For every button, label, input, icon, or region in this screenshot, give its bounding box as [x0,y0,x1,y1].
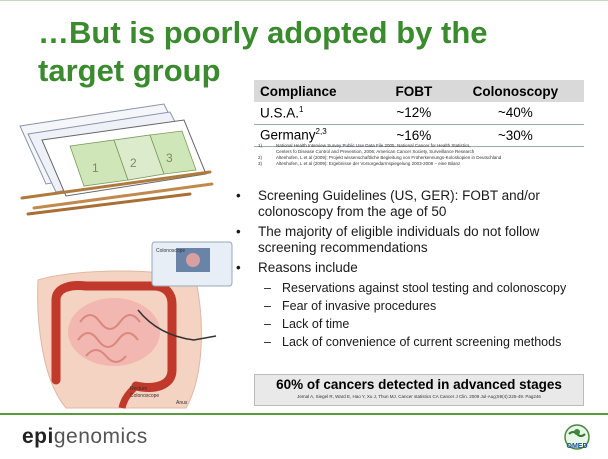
top-border [0,0,608,1]
compliance-table: Compliance FOBT Colonoscopy U.S.A.1 ~12%… [254,80,584,147]
footnote: 2)Altenhofen, L et al (2009); Projekt wi… [258,155,502,160]
fobt-test-kit-illustration: 1 2 3 [19,103,214,216]
footnote: Centers fo Disease Control and Preventio… [276,149,475,154]
illustration-label-colonoscope-bottom: Colonoscope [130,393,159,399]
illustration-label-rectum: Rectum [130,386,147,392]
bullet-item: •Screening Guidelines (US, GER): FOBT an… [236,188,540,219]
country-cell: Germany2,3 [254,124,382,147]
bullet-item: •Reasons include [236,260,358,275]
test-card-number-1: 1 [92,161,99,175]
test-card-number-2: 2 [130,156,137,170]
colonoscopy-cell: ~40% [446,102,584,125]
bullet-dot-icon: • [236,260,241,275]
fobt-cell: ~12% [381,102,447,125]
dash-icon: – [264,281,271,295]
header-compliance: Compliance [254,80,382,102]
omed-badge: OMED [564,424,590,450]
test-card-number-3: 3 [166,151,173,165]
callout-text: 60% of cancers detected in advanced stag… [276,377,562,392]
slide-title: …But is poorly adopted by the target gro… [38,15,488,88]
footer-divider [0,413,608,415]
header-fobt: FOBT [381,80,447,102]
bullet-dot-icon: • [236,224,241,239]
table-footnotes: 1)National Health Interview Survey Publi… [258,143,588,167]
dash-icon: – [264,335,271,349]
sub-bullet-item: –Fear of invasive procedures [264,299,437,313]
illustration-label-anus: Anus [176,400,188,406]
table-header-row: Compliance FOBT Colonoscopy [254,80,584,102]
fobt-cell: ~16% [381,124,447,147]
callout-box: 60% of cancers detected in advanced stag… [254,374,584,406]
dash-icon: – [264,317,271,331]
header-colonoscopy: Colonoscopy [446,80,584,102]
table-row: U.S.A.1 ~12% ~40% [254,102,584,125]
illustration-label-colonoscope-top: Colonoscope [156,248,185,254]
sub-bullet-item: –Reservations against stool testing and … [264,281,567,295]
footnote: 3)Altenhofen, L et al (2009): Ergebnisse… [258,161,461,166]
omed-badge-text: OMED [567,443,588,450]
footnote: 1)National Health Interview Survey Publi… [258,143,471,148]
colonoscopy-anatomy-illustration: Colonoscope Rectum Colonoscope Anus [37,241,233,409]
colonoscopy-cell: ~30% [446,124,584,147]
sub-bullet-item: –Lack of convenience of current screenin… [264,335,562,349]
bullet-dot-icon: • [236,188,241,203]
callout-reference: Jemal A, Siegel R, Ward E, Hao Y, Xu J, … [297,394,541,399]
bullet-item: •The majority of eligible individuals do… [236,224,540,255]
table-row: Germany2,3 ~16% ~30% [254,124,584,147]
epigenomics-logo: epigenomics [22,425,148,448]
dash-icon: – [264,299,271,313]
sub-bullet-item: –Lack of time [264,317,350,331]
bullet-list: •Screening Guidelines (US, GER): FOBT an… [236,188,596,352]
country-cell: U.S.A.1 [254,102,382,125]
